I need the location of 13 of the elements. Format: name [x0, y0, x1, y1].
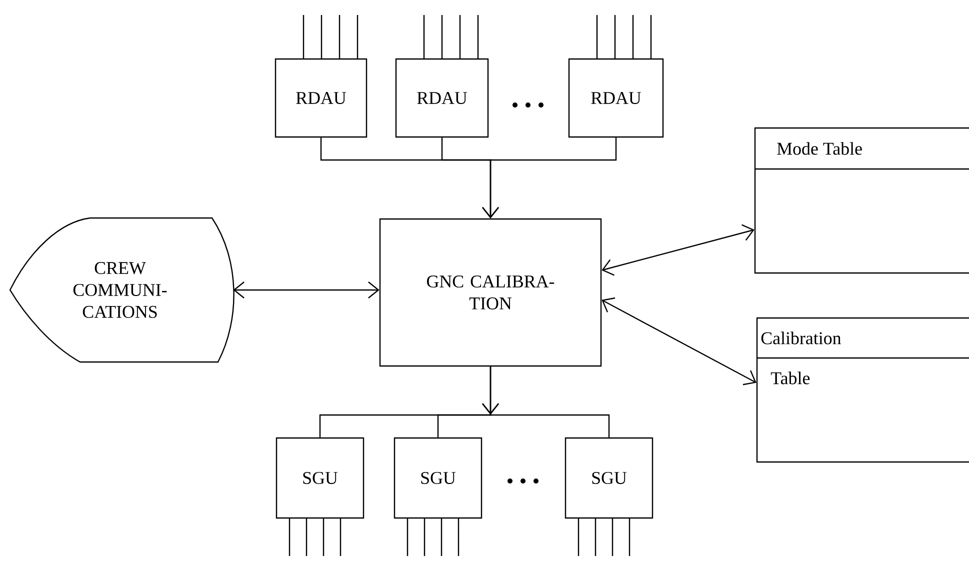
arrow	[233, 282, 380, 298]
unit-box: SGU	[276, 437, 364, 519]
unit-box: RDAU	[274, 58, 368, 138]
unit-box: SGU	[564, 437, 654, 519]
arrow	[602, 224, 754, 276]
arrow	[482, 138, 617, 218]
table-box: Calibration Table	[756, 317, 969, 463]
table-box: Mode Table	[754, 127, 969, 274]
unit-box: RDAU	[568, 58, 664, 138]
unit-box: SGU	[394, 437, 482, 519]
process-box: GNC CALIBRA- TION	[379, 218, 602, 367]
arrow	[602, 297, 756, 386]
unit-box: RDAU	[395, 58, 489, 138]
